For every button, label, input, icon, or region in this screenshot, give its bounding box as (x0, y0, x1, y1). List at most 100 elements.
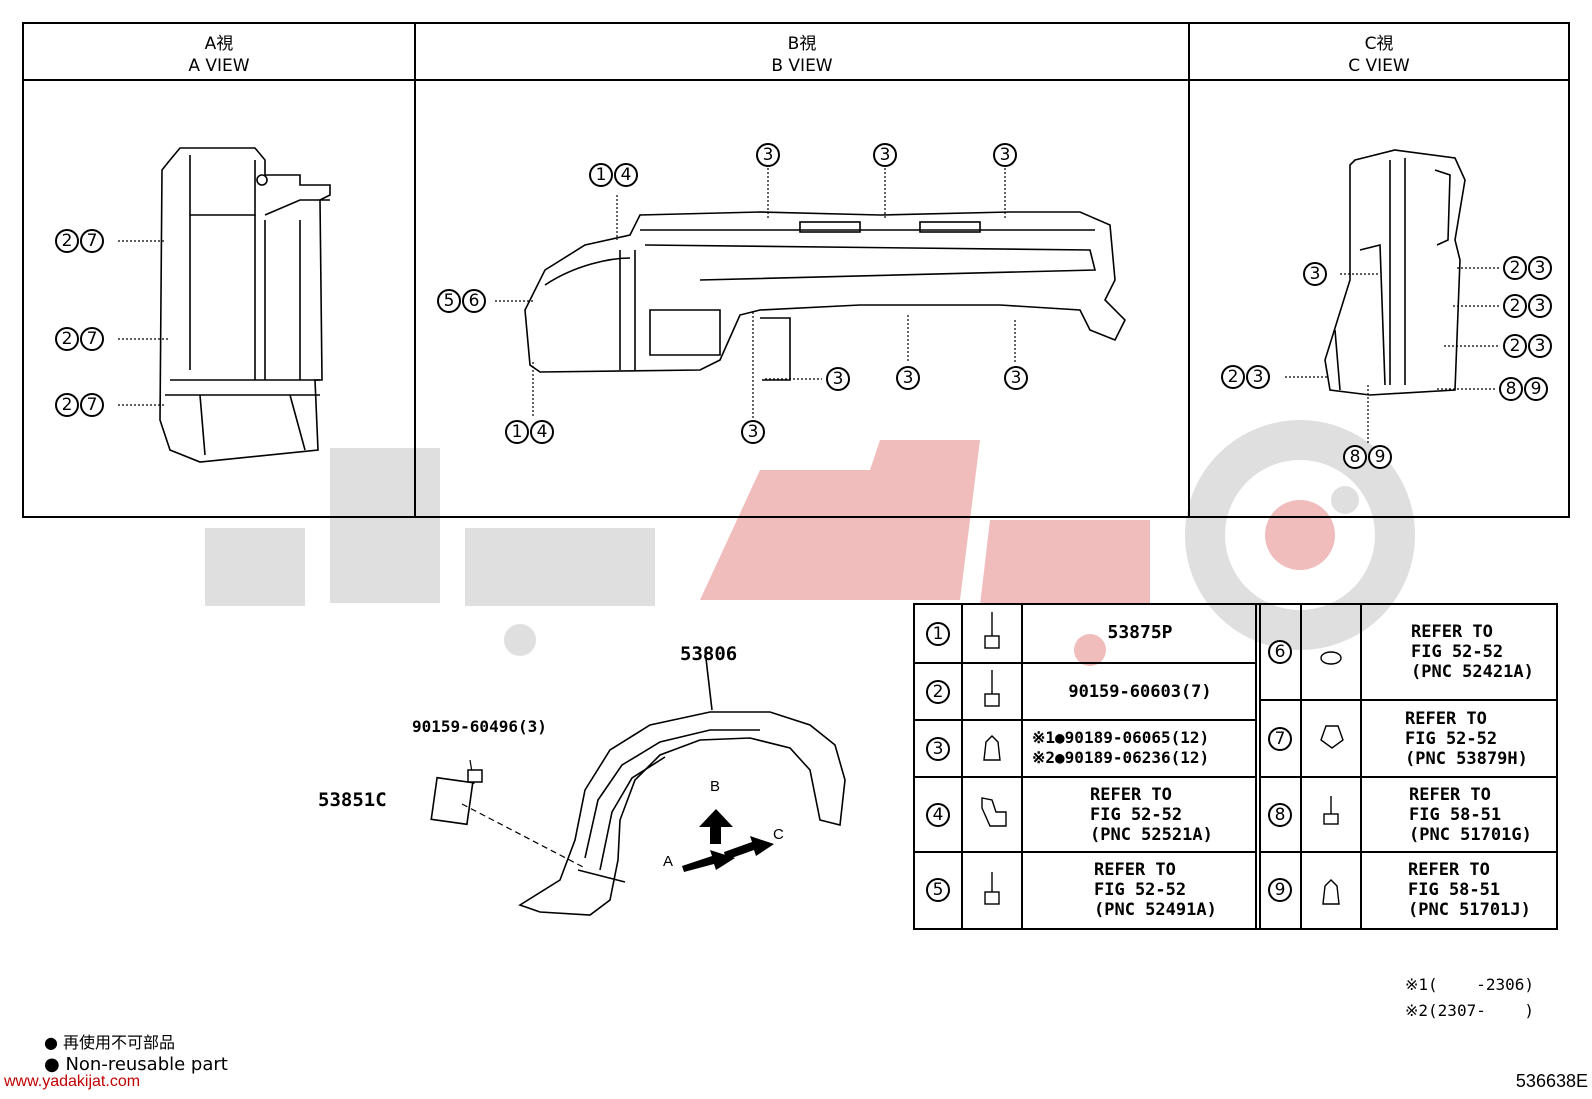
legend-table-grid (913, 603, 1558, 930)
non-reusable-en-text: Non-reusable part (65, 1054, 228, 1075)
figure-code: 536638E (1515, 1071, 1588, 1091)
legend-text-4: REFER TO FIG 52-52 (PNC 52521A) (1090, 785, 1213, 845)
c-view-liner (1324, 149, 1466, 396)
screw-icon (984, 612, 1000, 649)
callout-num: 1 (589, 163, 613, 187)
callout-num: 9 (1524, 377, 1548, 401)
legend-text-9: REFER TO FIG 58-51 (PNC 51701J) (1408, 860, 1531, 920)
non-reusable-en: ● Non-reusable part (44, 1054, 228, 1075)
b-view-header: B視 B VIEW (415, 33, 1189, 77)
note-1: ※1( -2306) (1405, 975, 1534, 994)
callout-num: 2 (1503, 256, 1527, 280)
bolt-part-number: 90159-60496(3) (412, 717, 547, 736)
flap-part-number: 53851C (318, 789, 387, 811)
callout-num: 3 (1528, 334, 1552, 358)
b-view-leaders (495, 168, 1016, 418)
c-view-jp: C視 (1364, 34, 1394, 54)
direction-c-label: C (773, 826, 784, 843)
callout-b-7: 3 (826, 367, 850, 391)
a-view-liner (159, 147, 331, 463)
legend-text-2: 90159-60603(7) (1068, 682, 1212, 702)
callout-num: 6 (462, 289, 486, 313)
callout-num: 2 (55, 393, 79, 417)
direction-a-label: A (663, 853, 674, 870)
legend-num-4: 4 (926, 803, 950, 827)
b-view-jp: B視 (787, 34, 817, 54)
callout-num: 2 (55, 327, 79, 351)
callout-num: 2 (1503, 334, 1527, 358)
note-2: ※2(2307- ) (1405, 1001, 1534, 1020)
callout-b-5: 3 (873, 143, 897, 167)
callout-num: 2 (1503, 294, 1527, 318)
callout-num: 7 (80, 327, 104, 351)
callout-num: 1 (505, 420, 529, 444)
callout-b-4: 3 (756, 143, 780, 167)
legend-num-7: 7 (1268, 727, 1292, 751)
b-view-liner (524, 211, 1126, 381)
direction-arrows (682, 809, 774, 872)
callout-c-5: 2 3 (1221, 365, 1270, 389)
screw-icon (984, 872, 1000, 905)
callout-num: 3 (1528, 294, 1552, 318)
screw-icon (984, 670, 1000, 707)
non-reusable-jp: ● 再使用不可部品 (44, 1033, 176, 1052)
c-view-en: C VIEW (1348, 56, 1410, 76)
callout-num: 8 (1499, 377, 1523, 401)
a-view-jp: A視 (204, 34, 234, 54)
callout-b-2: 5 6 (437, 289, 486, 313)
c-view-header: C視 C VIEW (1189, 33, 1569, 77)
clip-icon (981, 797, 1007, 827)
callout-a-1: 2 7 (55, 229, 104, 253)
direction-b-label: B (710, 778, 721, 795)
nut-icon (983, 735, 1001, 761)
callout-b-8: 3 (896, 366, 920, 390)
callout-c-4: 2 3 (1503, 334, 1552, 358)
callout-b-10: 3 (741, 420, 765, 444)
callout-num: 8 (1343, 445, 1367, 469)
views-frame (22, 22, 1570, 518)
callout-num: 2 (55, 229, 79, 253)
callout-num: 5 (437, 289, 461, 313)
callout-b-6: 3 (993, 143, 1017, 167)
callout-b-1: 1 4 (589, 163, 638, 187)
legend-num-3: 3 (926, 737, 950, 761)
callout-c-6: 8 9 (1499, 377, 1548, 401)
legend-text-5: REFER TO FIG 52-52 (PNC 52491A) (1094, 860, 1217, 920)
a-view-header: A視 A VIEW (23, 33, 415, 77)
main-liner-drawing (430, 649, 846, 916)
clip-icon (1320, 725, 1344, 749)
legend-num-9: 9 (1268, 878, 1292, 902)
legend-text-3: ※1●90189-06065(12) ※2●90189-06236(12) (1032, 728, 1210, 767)
b-view-en: B VIEW (771, 56, 833, 76)
callout-num: 4 (614, 163, 638, 187)
callout-c-7: 8 9 (1343, 445, 1392, 469)
legend-num-1: 1 (926, 622, 950, 646)
callout-c-3: 2 3 (1503, 294, 1552, 318)
screw-icon (1323, 796, 1339, 825)
callout-num: 7 (80, 229, 104, 253)
washer-icon (1320, 651, 1342, 665)
a-view-leaders (118, 240, 168, 406)
liner-part-number: 53806 (680, 643, 738, 665)
legend-num-5: 5 (926, 878, 950, 902)
legend-text-8: REFER TO FIG 58-51 (PNC 51701G) (1409, 785, 1532, 845)
legend-text-6: REFER TO FIG 52-52 (PNC 52421A) (1411, 622, 1534, 682)
callout-num: 7 (80, 393, 104, 417)
callout-a-2: 2 7 (55, 327, 104, 351)
bolt-icon (467, 769, 483, 783)
legend-num-8: 8 (1268, 803, 1292, 827)
a-view-en: A VIEW (188, 56, 250, 76)
fastener-icons (981, 612, 1344, 905)
legend-num-2: 2 (926, 680, 950, 704)
source-url: www.yadakijat.com (4, 1073, 141, 1090)
non-reusable-jp-text: 再使用不可部品 (63, 1033, 176, 1052)
legend-num-6: 6 (1268, 640, 1292, 664)
callout-b-3: 1 4 (505, 420, 554, 444)
callout-num: 2 (1221, 365, 1245, 389)
callout-a-3: 2 7 (55, 393, 104, 417)
callout-num: 9 (1368, 445, 1392, 469)
legend-text-7: REFER TO FIG 52-52 (PNC 53879H) (1405, 709, 1528, 769)
callout-num: 3 (1528, 256, 1552, 280)
callout-num: 4 (530, 420, 554, 444)
